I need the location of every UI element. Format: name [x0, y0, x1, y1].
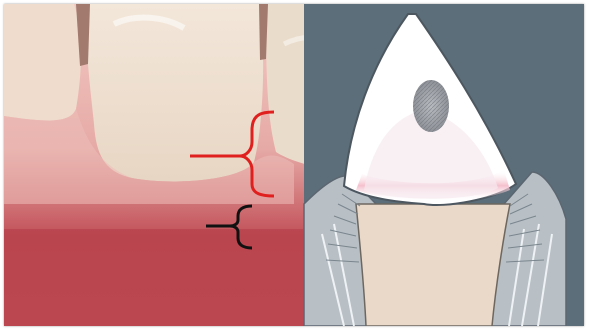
root-dentin [356, 204, 510, 326]
figure-frame [4, 4, 584, 326]
pulp-hatching [413, 80, 449, 132]
figure-canvas [4, 4, 584, 326]
tooth-cross-section-diagram [304, 4, 584, 326]
tooth-left [4, 4, 81, 120]
